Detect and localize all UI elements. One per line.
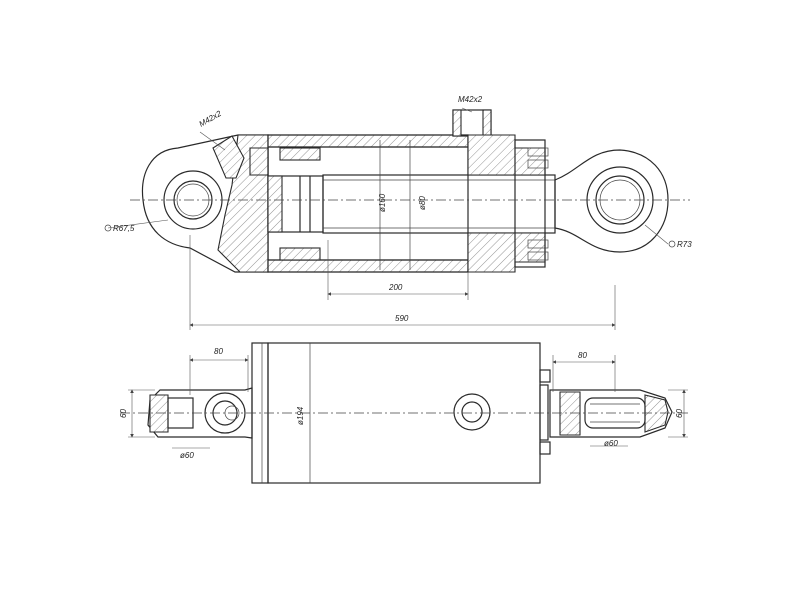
label-height-left: 60 <box>119 409 128 418</box>
left-eye-housing <box>141 134 269 273</box>
section-view: M42x2 M42x2 R67,5 R73 ø160 ø80 200 590 <box>104 95 692 330</box>
label-dia-rod: ø80 <box>418 196 427 210</box>
label-pin-left: ø60 <box>180 451 194 460</box>
label-dia-bore: ø160 <box>378 193 387 212</box>
label-radius-left: R67,5 <box>113 224 135 233</box>
label-port-top: M42x2 <box>458 95 483 104</box>
label-width-left: 80 <box>214 347 223 356</box>
right-eye-housing <box>554 149 669 253</box>
label-width-right: 80 <box>578 351 587 360</box>
label-stroke: 200 <box>388 283 403 292</box>
label-overall-length: 590 <box>395 314 409 323</box>
right-gland <box>467 134 546 176</box>
label-height-right: 60 <box>675 409 684 418</box>
body-port-outer <box>453 393 491 431</box>
barrel-top-wall <box>267 134 469 148</box>
label-dia-body: ø194 <box>296 406 305 425</box>
label-port-left: M42x2 <box>198 109 224 129</box>
barrel-bottom-wall <box>267 259 469 273</box>
left-clevis-exterior <box>147 387 253 439</box>
body-port-inner <box>461 401 483 423</box>
exterior-view: 80 80 60 60 ø60 ø60 ø194 <box>119 342 690 484</box>
right-eye-exterior <box>549 389 673 438</box>
label-pin-right: ø60 <box>604 439 618 448</box>
left-port-fitting <box>212 135 245 179</box>
piston-rod <box>322 174 556 234</box>
label-radius-right: R73 <box>677 240 692 249</box>
